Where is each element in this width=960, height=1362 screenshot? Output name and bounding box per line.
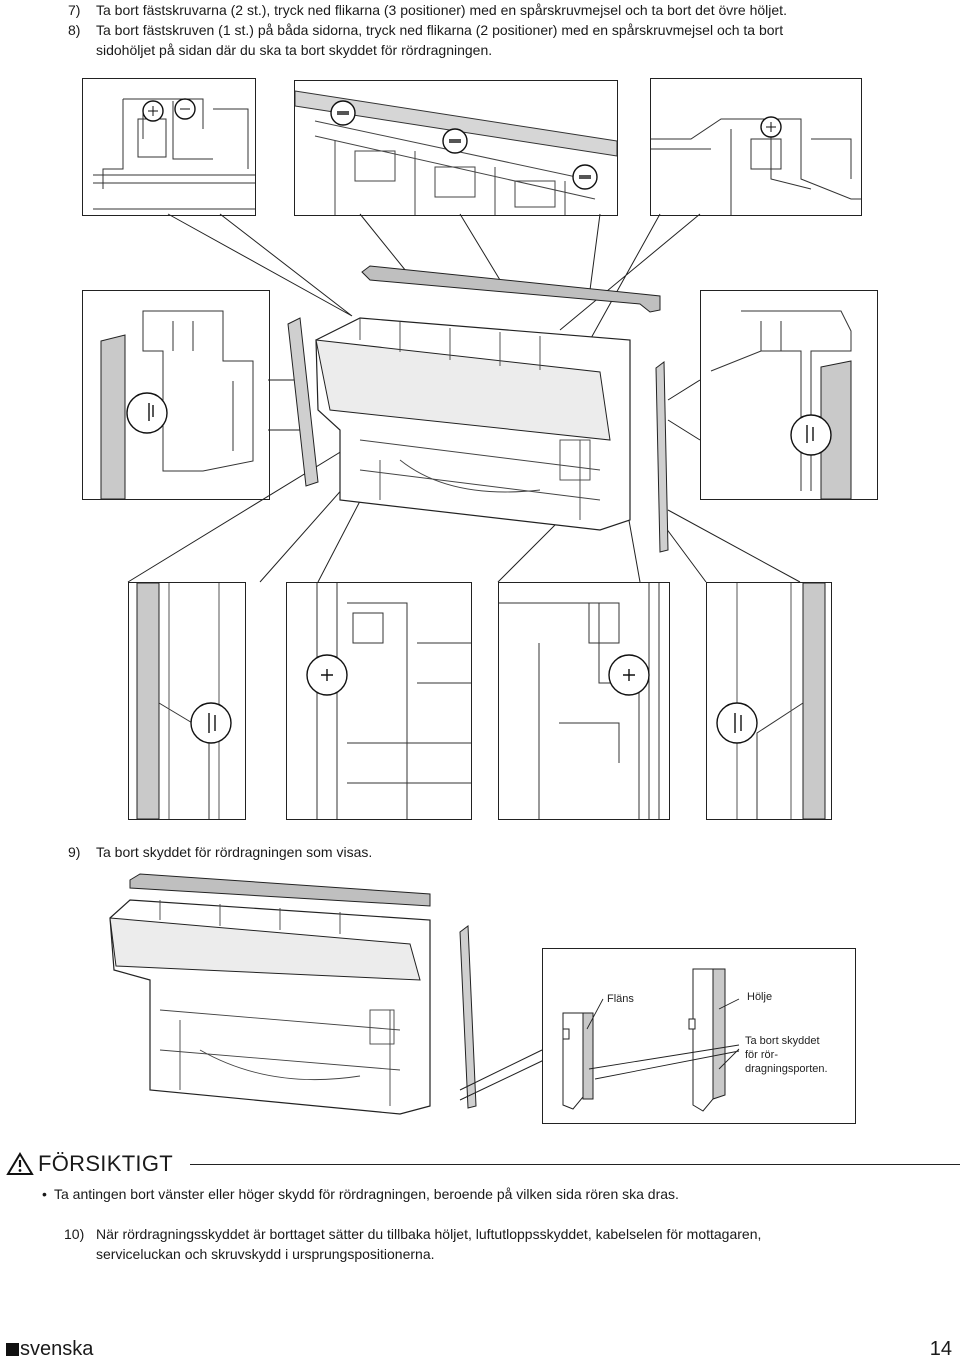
flange-label: Fläns (607, 993, 634, 1005)
detail-bottom-2 (286, 582, 472, 820)
caution-divider (190, 1164, 960, 1165)
remove-cover-label-1: Ta bort skyddet (745, 1035, 820, 1047)
caution-bullet-text: Ta antingen bort vänster eller höger sky… (54, 1186, 679, 1202)
flange-detail-box: Fläns Hölje Ta bort skyddet för rör- dra… (542, 948, 856, 1124)
unit-illustration-step9 (109, 873, 545, 1115)
caution-heading: FÖRSIKTIGT (6, 1150, 960, 1180)
step-8-text-line2: sidohöljet på sidan där du ska ta bort s… (96, 42, 493, 58)
detail-bottom-3 (498, 582, 670, 820)
footer-page-number: 14 (929, 1338, 952, 1360)
step-10-text-line1: När rördragningsskyddet är borttaget sät… (96, 1226, 762, 1242)
bullet-dot: • (42, 1186, 47, 1202)
detail-top-center (294, 80, 618, 216)
step-7-text: Ta bort fästskruvarna (2 st.), tryck ned… (96, 2, 787, 18)
detail-mid-left (82, 290, 270, 500)
step-8-text-line1: Ta bort fästskruven (1 st.) på båda sido… (96, 22, 784, 38)
remove-cover-label-3: dragningsporten. (745, 1063, 828, 1075)
step-9-number: 9) (68, 844, 81, 860)
detail-top-right (650, 78, 862, 216)
step-10: 10) När rördragningsskyddet är borttaget… (64, 1224, 944, 1264)
step-7: 7) Ta bort fästskruvarna (2 st.), tryck … (68, 0, 948, 20)
footer-square-icon (6, 1343, 19, 1356)
caution-title: FÖRSIKTIGT (38, 1151, 173, 1176)
casing-label: Hölje (747, 991, 773, 1003)
warning-triangle-icon (6, 1152, 34, 1175)
detail-mid-right (700, 290, 878, 500)
step-8-number: 8) (68, 22, 81, 38)
step-9: 9) Ta bort skyddet för rördragningen som… (68, 842, 668, 862)
step-7-number: 7) (68, 2, 81, 18)
step-10-number: 10) (64, 1226, 85, 1242)
unit-illustration-main (127, 213, 801, 583)
step-10-text-line2: serviceluckan och skruvskydd i ursprungs… (96, 1246, 435, 1262)
remove-cover-label-2: för rör- (745, 1049, 778, 1061)
detail-bottom-1 (128, 582, 246, 820)
footer-language: svenska (20, 1338, 94, 1360)
step-9-text: Ta bort skyddet för rördragningen som vi… (96, 844, 373, 860)
step-8: 8) Ta bort fästskruven (1 st.) på båda s… (68, 20, 948, 60)
detail-top-left (82, 78, 256, 216)
detail-bottom-4 (706, 582, 832, 820)
